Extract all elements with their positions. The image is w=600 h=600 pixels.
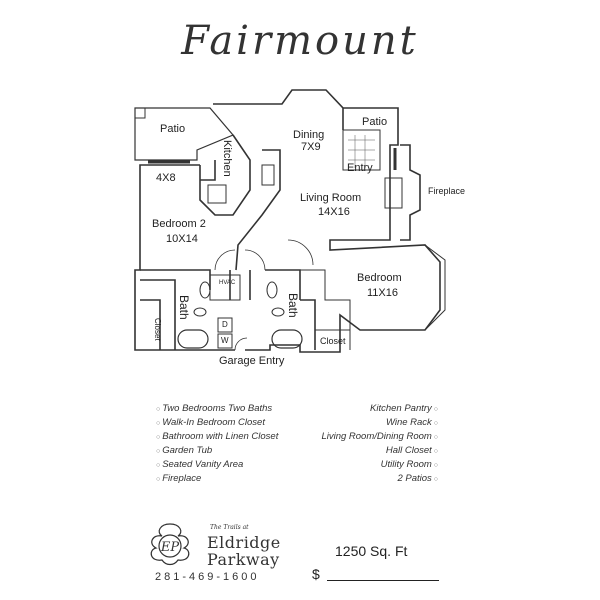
bedroom2-label: Bedroom 2 <box>152 218 206 230</box>
closet-4x8-label: 4X8 <box>156 172 176 184</box>
closet-left-label: Closet <box>153 318 162 341</box>
features-left: ○ Two Bedrooms Two Baths ○ Walk-In Bedro… <box>156 402 278 486</box>
feature-item: 2 Patios ○ <box>397 473 438 484</box>
feature-item: Hall Closet ○ <box>385 445 438 456</box>
bath-right-label: Bath <box>286 293 300 318</box>
feature-item: Living Room/Dining Room ○ <box>321 431 438 442</box>
feature-item: ○ Two Bedrooms Two Baths <box>156 403 273 414</box>
bedroom-label: Bedroom <box>357 272 402 284</box>
feature-item: ○ Walk-In Bedroom Closet <box>156 417 265 428</box>
plan-title: Fairmount <box>181 18 419 64</box>
feature-item: Kitchen Pantry ○ <box>370 403 438 414</box>
feature-item: ○ Fireplace <box>156 473 202 484</box>
logo-monogram: EP <box>160 540 179 555</box>
feature-item: ○ Bathroom with Linen Closet <box>156 431 279 442</box>
feature-item: ○ Garden Tub <box>156 445 213 456</box>
price-label: $ <box>312 566 320 582</box>
feature-item: ○ Seated Vanity Area <box>156 459 244 470</box>
logo-line1: Eldridge <box>207 533 281 552</box>
kitchen-label: Kitchen <box>221 140 233 177</box>
square-footage: 1250 Sq. Ft <box>335 543 408 559</box>
eldridge-monogram-logo: EP <box>150 523 190 566</box>
dryer-label: D <box>222 320 228 329</box>
feature-item: Utility Room ○ <box>380 459 438 470</box>
fireplace-label: Fireplace <box>428 186 466 196</box>
logo-small-text: The Trails at <box>210 524 249 531</box>
bath-left-label: Bath <box>177 295 191 320</box>
dining-size: 7X9 <box>301 141 321 153</box>
price-blank-line <box>327 580 439 581</box>
entry-label: Entry <box>347 162 373 174</box>
closet-right-label: Closet <box>320 336 346 346</box>
logo-line2: Parkway <box>207 550 280 569</box>
living-label: Living Room <box>300 192 362 204</box>
washer-label: W <box>221 336 229 345</box>
bedroom-size: 11X16 <box>367 287 398 299</box>
features-right: Kitchen Pantry ○ Wine Rack ○ Living Room… <box>321 402 438 486</box>
hvac-label: HVAC <box>219 280 236 286</box>
bedroom2-size: 10X14 <box>166 233 198 245</box>
dining-label: Dining <box>293 129 325 141</box>
phone-number: 281-469-1600 <box>155 571 260 583</box>
feature-item: Wine Rack ○ <box>385 417 438 428</box>
patio-right-label: Patio <box>362 116 388 128</box>
living-size: 14X16 <box>318 206 350 218</box>
garage-entry-label: Garage Entry <box>219 355 285 367</box>
patio-left-label: Patio <box>160 123 186 135</box>
